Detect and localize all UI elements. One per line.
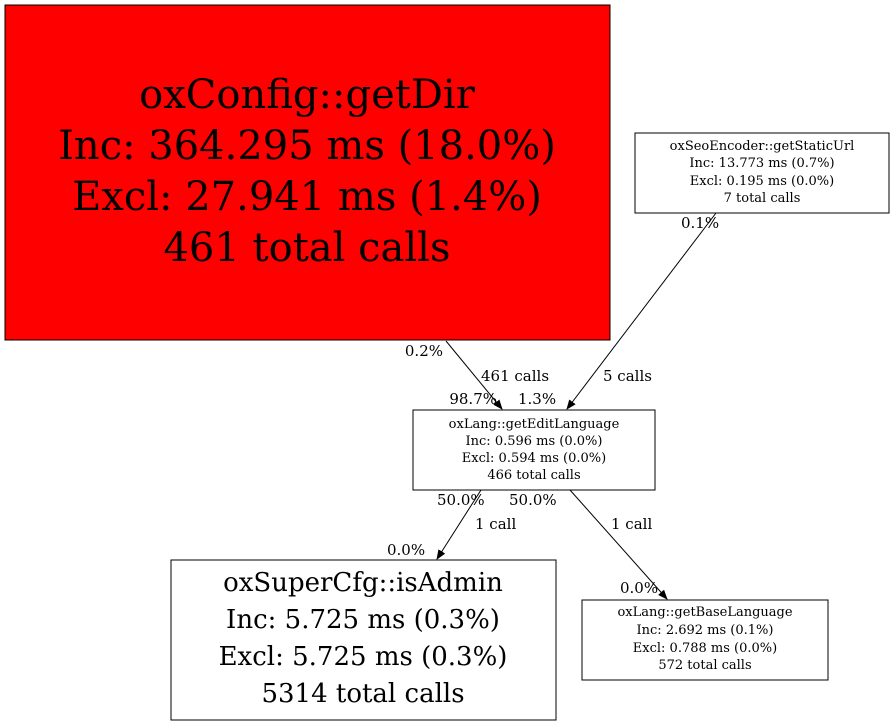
node-title: oxSuperCfg::isAdmin	[223, 568, 503, 598]
edge-geteditlanguage-to-isadmin: 50.0% 1 call 0.0%	[387, 489, 516, 560]
node-calls: 466 total calls	[487, 468, 580, 483]
edge-head-label: 0.0%	[387, 541, 425, 559]
edge-label: 5 calls	[603, 367, 652, 385]
node-exclusive: Excl: 0.594 ms (0.0%)	[462, 451, 606, 466]
node-inclusive: Inc: 364.295 ms (18.0%)	[58, 123, 556, 169]
edge-label: 1 call	[611, 515, 652, 533]
edge-getdir-to-geteditlanguage: 0.2% 461 calls 98.7%	[405, 340, 549, 410]
edge-head-label: 98.7%	[449, 390, 497, 408]
node-oxlang-getbaselanguage[interactable]: oxLang::getBaseLanguage Inc: 2.692 ms (0…	[581, 599, 829, 681]
node-oxseoencoder-getstaticurl[interactable]: oxSeoEncoder::getStaticUrl Inc: 13.773 m…	[634, 132, 890, 214]
node-oxsupercfg-isadmin[interactable]: oxSuperCfg::isAdmin Inc: 5.725 ms (0.3%)…	[170, 559, 557, 721]
node-exclusive: Excl: 5.725 ms (0.3%)	[219, 642, 508, 672]
edge-head-label: 0.0%	[620, 579, 658, 597]
node-exclusive: Excl: 0.195 ms (0.0%)	[690, 174, 834, 189]
edge-geteditlanguage-to-getbaselanguage: 50.0% 1 call 0.0%	[509, 489, 668, 600]
node-inclusive: Inc: 13.773 ms (0.7%)	[689, 156, 834, 171]
node-title: oxConfig::getDir	[139, 72, 476, 118]
edge-tail-label: 50.0%	[509, 491, 557, 509]
node-calls: 7 total calls	[724, 191, 801, 206]
edge-tail-label: 0.2%	[405, 342, 443, 360]
edge-label: 461 calls	[481, 367, 549, 385]
node-title: oxLang::getBaseLanguage	[617, 605, 792, 620]
edge-tail-label: 0.1%	[681, 214, 719, 232]
node-title: oxLang::getEditLanguage	[449, 417, 620, 432]
node-oxconfig-getdir[interactable]: oxConfig::getDir Inc: 364.295 ms (18.0%)…	[4, 4, 611, 341]
node-inclusive: Inc: 0.596 ms (0.0%)	[466, 434, 603, 449]
edge-head-label: 1.3%	[518, 390, 556, 408]
node-title: oxSeoEncoder::getStaticUrl	[670, 139, 855, 154]
node-calls: 5314 total calls	[261, 679, 464, 709]
node-exclusive: Excl: 0.788 ms (0.0%)	[633, 641, 777, 656]
node-inclusive: Inc: 5.725 ms (0.3%)	[226, 605, 500, 635]
edge-tail-label: 50.0%	[437, 491, 485, 509]
node-calls: 572 total calls	[658, 658, 751, 673]
node-inclusive: Inc: 2.692 ms (0.1%)	[637, 623, 774, 638]
edge-label: 1 call	[475, 515, 516, 533]
node-oxlang-geteditlanguage[interactable]: oxLang::getEditLanguage Inc: 0.596 ms (0…	[412, 409, 656, 491]
node-exclusive: Excl: 27.941 ms (1.4%)	[72, 174, 542, 220]
edge-getstaticurl-to-geteditlanguage: 0.1% 5 calls 1.3%	[518, 212, 719, 410]
node-calls: 461 total calls	[163, 225, 450, 271]
